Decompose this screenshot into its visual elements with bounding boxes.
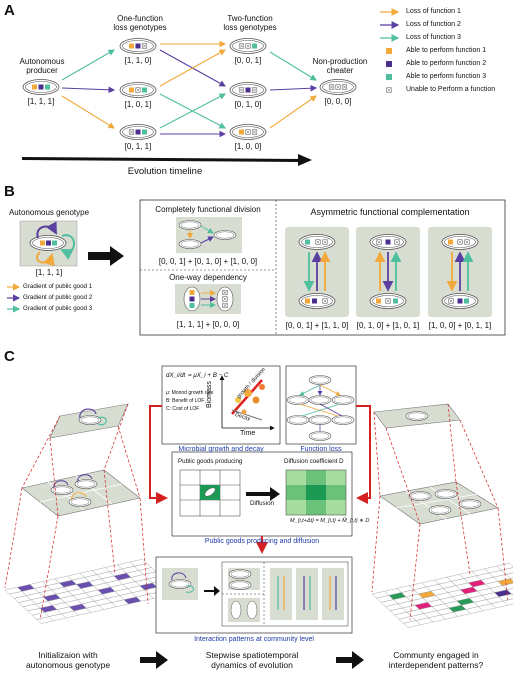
oneway-formula: [1, 1, 1] + [0, 0, 0] <box>176 320 240 329</box>
transition-arrows <box>61 40 318 138</box>
vector-auto: [1, 1, 1] <box>27 97 55 106</box>
cell-cheater <box>319 79 357 95</box>
stage-two-function-heading: Two-function loss genotypes <box>223 14 277 32</box>
asym-box-2 <box>356 227 420 317</box>
legend-a-item-2: Loss of function 2 <box>406 21 461 28</box>
diffusion-label: Diffusion <box>250 500 274 507</box>
timeline-arrow <box>22 157 300 162</box>
vector-two-c: [1, 0, 0] <box>234 142 262 151</box>
cell-autonomous <box>22 79 60 95</box>
vector-two-a: [0, 0, 1] <box>234 56 262 65</box>
legend-a-item-4: Able to perform function 1 <box>406 47 487 54</box>
interaction-box-caption: Interaction patterns at community level <box>194 636 314 643</box>
cell-one-b <box>119 82 157 98</box>
bottom-arrow-1 <box>140 651 168 669</box>
cell-one-c <box>119 124 157 140</box>
cell-two-b <box>229 82 267 98</box>
legend-a-item-7: Unable to Perform a function <box>406 86 496 93</box>
vector-cheater: [0, 0, 0] <box>324 97 352 106</box>
legend-b-glyphs <box>7 283 21 313</box>
diffusion-equation: M_{i,t+Δt} = M_{i,t} + M̂_{i,t} ∗ D <box>290 518 370 524</box>
legend-a-glyphs <box>380 8 400 93</box>
loss-box-caption: Function loss <box>300 446 342 453</box>
asym-formula-1: [0, 0, 1] + [1, 1, 0] <box>285 321 349 330</box>
asym-title: Asymmetric functional complementation <box>310 207 470 217</box>
growth-box-caption: Microbial growth and decay <box>178 446 264 453</box>
timeline-label: Evolution timeline <box>127 166 203 177</box>
legend-a-item-3: Loss of function 3 <box>406 34 461 41</box>
feedback-arrows <box>149 405 371 554</box>
asym-formula-2: [0, 1, 0] + [1, 0, 1] <box>356 321 420 330</box>
asym-box-3 <box>428 227 492 317</box>
panel-a-letter: A <box>4 2 15 19</box>
panel-b-letter: B <box>4 183 15 200</box>
vector-one-c: [0, 1, 1] <box>124 142 152 151</box>
cell-one-a <box>119 38 157 54</box>
cheater-label: Non-production cheater <box>312 57 368 75</box>
growth-eq-rhs: = μX_i + B − C <box>188 372 229 379</box>
big-arrow-b <box>88 246 124 266</box>
oneway-title: One-way dependency <box>169 273 247 282</box>
legend-a-item-6: Able to perform function 3 <box>406 73 487 80</box>
right-grid <box>371 562 513 628</box>
legend-a-item-1: Loss of function 1 <box>406 8 461 15</box>
division-title: Completely functional division <box>155 205 261 214</box>
left-mid-plane <box>21 469 141 517</box>
eq-def-2: B: Benefit of LOF <box>166 398 205 404</box>
panel-b-frame <box>139 199 506 336</box>
gradient-legend-3: Gradient of public good 3 <box>23 305 93 312</box>
right-mid-plane <box>379 481 499 525</box>
division-formula: [0, 0, 1] + [0, 1, 0] + [1, 0, 0] <box>158 257 258 266</box>
autonomous-genotype-title: Autonomous genotype <box>8 208 90 217</box>
legend-a-item-5: Able to perform function 2 <box>406 60 487 67</box>
autonomous-producer-label: Autonomous producer <box>19 57 65 75</box>
pg-box-caption: Public goods producing and diffusion <box>204 538 320 545</box>
bottom-label-right: Communty engaged in interdependent patte… <box>388 650 484 670</box>
autonomous-genotype-vector: [1, 1, 1] <box>35 268 63 277</box>
eq-def-1: μ: Monod growth rate <box>166 390 214 396</box>
right-top-plane <box>373 403 461 429</box>
growth-eq-lhs: dX_i/dt <box>166 372 186 379</box>
vector-two-b: [0, 1, 0] <box>234 100 262 109</box>
stage-one-function-heading: One-function loss genotypes <box>113 14 167 32</box>
diffusion-grid <box>285 469 347 516</box>
axis-biomass: Biomass <box>206 381 213 408</box>
left-grid <box>4 558 179 624</box>
left-top-plane <box>49 403 129 439</box>
vector-one-a: [1, 1, 0] <box>124 56 152 65</box>
bottom-label-left: Initializaion with autonomous genotype <box>25 650 111 670</box>
bottom-label-mid: Stepwise spatiotemporal dynamics of evol… <box>205 650 299 670</box>
asym-formula-3: [1, 0, 0] + [0, 1, 1] <box>428 321 492 330</box>
axis-time: Time <box>240 430 256 437</box>
gradient-legend-2: Gradient of public good 2 <box>23 294 93 301</box>
panel-c-letter: C <box>4 348 15 365</box>
cell-two-a <box>229 38 267 54</box>
eq-def-3: C: Cost of LOF <box>166 406 200 412</box>
vector-one-b: [1, 0, 1] <box>124 100 152 109</box>
diffusion-coefficient-label: Diffusion coefficient D <box>284 458 344 465</box>
cell-two-c <box>229 124 267 140</box>
pg-producing-label: Public goods producing <box>178 458 243 465</box>
bottom-arrow-2 <box>336 651 364 669</box>
gradient-legend-1: Gradient of public good 1 <box>23 283 93 290</box>
asym-box-1 <box>285 227 349 317</box>
